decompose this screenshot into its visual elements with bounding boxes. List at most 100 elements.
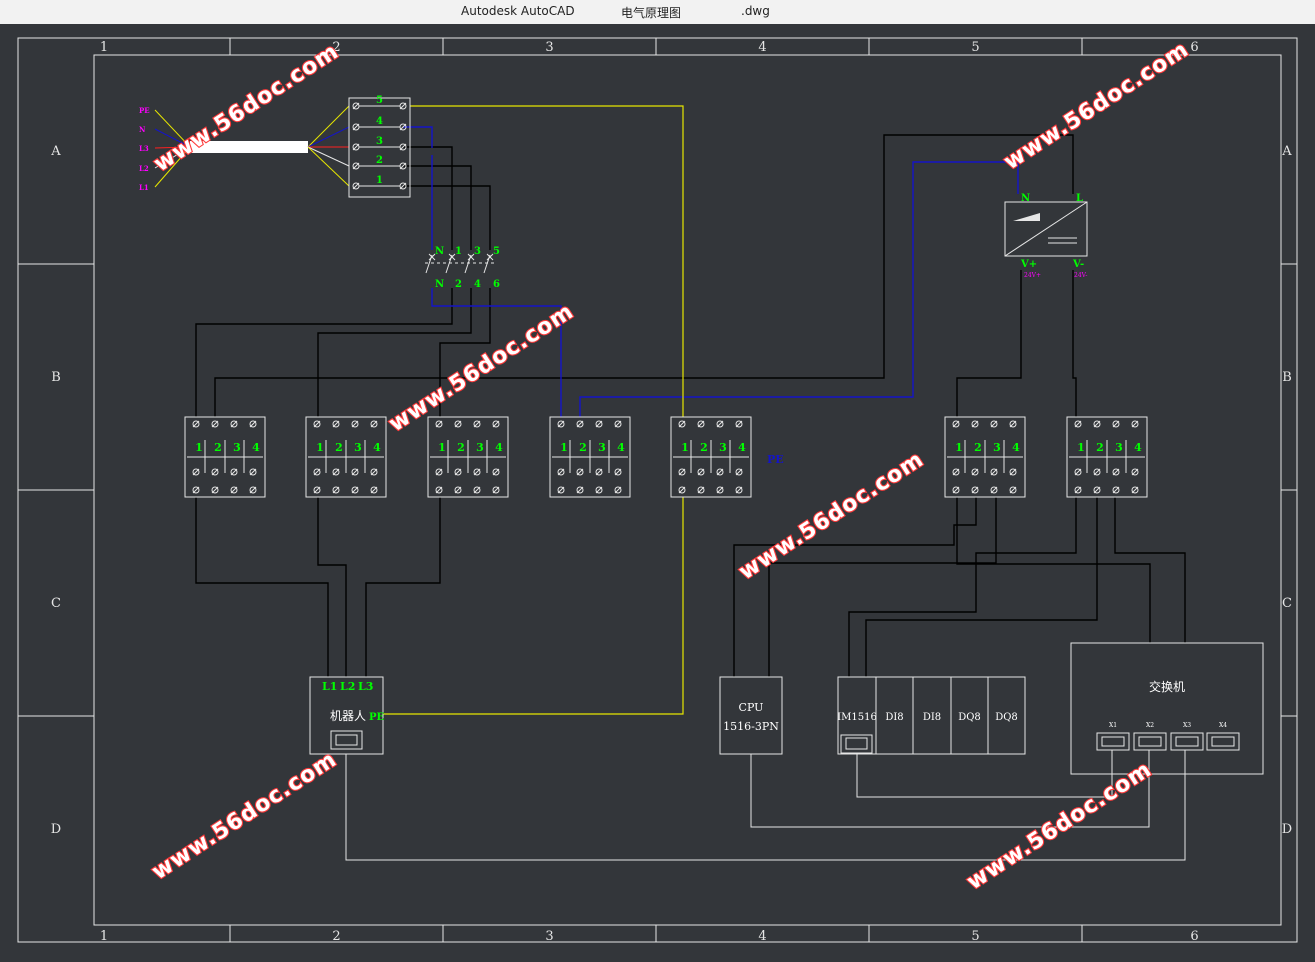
io-module-label: DQ8 [958,712,981,723]
window-title-bar: Autodesk AutoCAD 电气原理图 .dwg [0,0,1315,25]
relay-contact-number: 4 [252,441,260,454]
document-extension: .dwg [741,4,770,18]
wires-pe [383,105,684,715]
column-label-bottom: 3 [545,929,553,944]
robot-l2: L2 [340,680,355,693]
relay-contact-number: 3 [476,441,484,454]
relay-contact-number: 3 [993,441,1001,454]
breaker-top-label: 1 [455,246,462,257]
cpu-module: CPU 1516-3PN [719,676,783,755]
ethernet-port-icon [330,730,363,750]
pe-label: PE [767,453,784,466]
robot-l3: L3 [358,680,373,693]
row-label-right: A [1281,144,1292,159]
cable-wire-label: L2 [139,164,149,173]
terminal-number: 3 [376,136,383,147]
document-name: 电气原理图 [621,6,682,20]
cpu-line2: 1516-3PN [723,720,779,733]
breaker-top-label: 3 [474,246,481,257]
row-label-right: D [1282,822,1292,837]
relay-contact-number: 2 [700,441,708,454]
zone-grid [18,38,1297,942]
io-module-rack: IM1516 DI8 DI8 DQ8 DQ8 [837,676,1026,755]
relay-contact-number: 2 [457,441,465,454]
switch-port-label: X1 [1109,722,1117,729]
relay-contact-number: 1 [195,441,203,454]
row-label-left: B [51,370,61,385]
column-label-top: 4 [758,40,766,55]
io-module-label: DI8 [885,712,903,723]
relay-contact-number: 1 [681,441,689,454]
column-label-top: 3 [545,40,553,55]
relay-contact-number: 3 [719,441,727,454]
io-module-label: DI8 [923,712,941,723]
ethernet-port-icon [1170,732,1204,751]
relay-contact-number: 1 [316,441,324,454]
psu-24vpos-note: 24V+ [1024,272,1041,279]
cable-wire-label: L1 [139,183,149,192]
relay-contact-number: 4 [1134,441,1142,454]
row-label-right: B [1282,370,1292,385]
terminal-number: 5 [376,95,383,106]
column-label-bottom: 1 [100,929,108,944]
relay-contact-number: 2 [1096,441,1104,454]
robot-module: L1 L2 L3 机器人 PE [309,676,385,755]
relay-contact-number: 3 [1115,441,1123,454]
psu-vneg-label: V- [1072,259,1084,270]
switch-port-label: X2 [1146,722,1154,729]
ethernet-port-icon [840,734,873,754]
relay-contact-number: 4 [738,441,746,454]
column-label-top: 1 [100,40,108,55]
breaker-bottom-label: N [435,279,444,290]
column-label-top: 5 [971,40,979,55]
io-module-label: IM1516 [837,712,877,723]
terminal-number: 1 [376,175,383,186]
cable-wire-label: N [139,125,146,134]
column-label-bottom: 2 [332,929,340,944]
relay-contact-number: 4 [1012,441,1020,454]
terminal-number: 4 [376,116,383,127]
psu-l-label: L [1076,193,1083,204]
cable-wire-label: PE [139,106,150,115]
psu-vpos-label: V+ [1020,259,1037,270]
column-label-top: 2 [332,40,340,55]
relay-contact-number: 2 [974,441,982,454]
relay-contact-number: 1 [560,441,568,454]
row-label-right: C [1282,596,1292,611]
switch-port-label: X3 [1183,722,1191,729]
ethernet-port-icon [1133,732,1167,751]
breaker-bottom-label: 6 [493,279,500,290]
relay-contact-number: 4 [495,441,503,454]
breaker-top-label: 5 [493,246,500,257]
app-name: Autodesk AutoCAD [461,4,575,18]
psu-24vneg-note: 24V- [1074,272,1087,279]
cpu-line1: CPU [739,701,764,714]
psu-n-label: N [1021,193,1030,204]
relay-contact-number: 1 [955,441,963,454]
row-label-left: D [51,822,61,837]
column-label-top: 6 [1190,40,1198,55]
column-label-bottom: 6 [1190,929,1198,944]
wires-blue [403,126,1019,417]
cable-wire-label: L3 [139,144,149,153]
relay-contact-number: 3 [233,441,241,454]
relay-contact-number: 2 [335,441,343,454]
breaker-top-label: N [435,246,444,257]
relay-contact-number: 3 [598,441,606,454]
io-module-label: DQ8 [995,712,1018,723]
relay-contact-number: 3 [354,441,362,454]
